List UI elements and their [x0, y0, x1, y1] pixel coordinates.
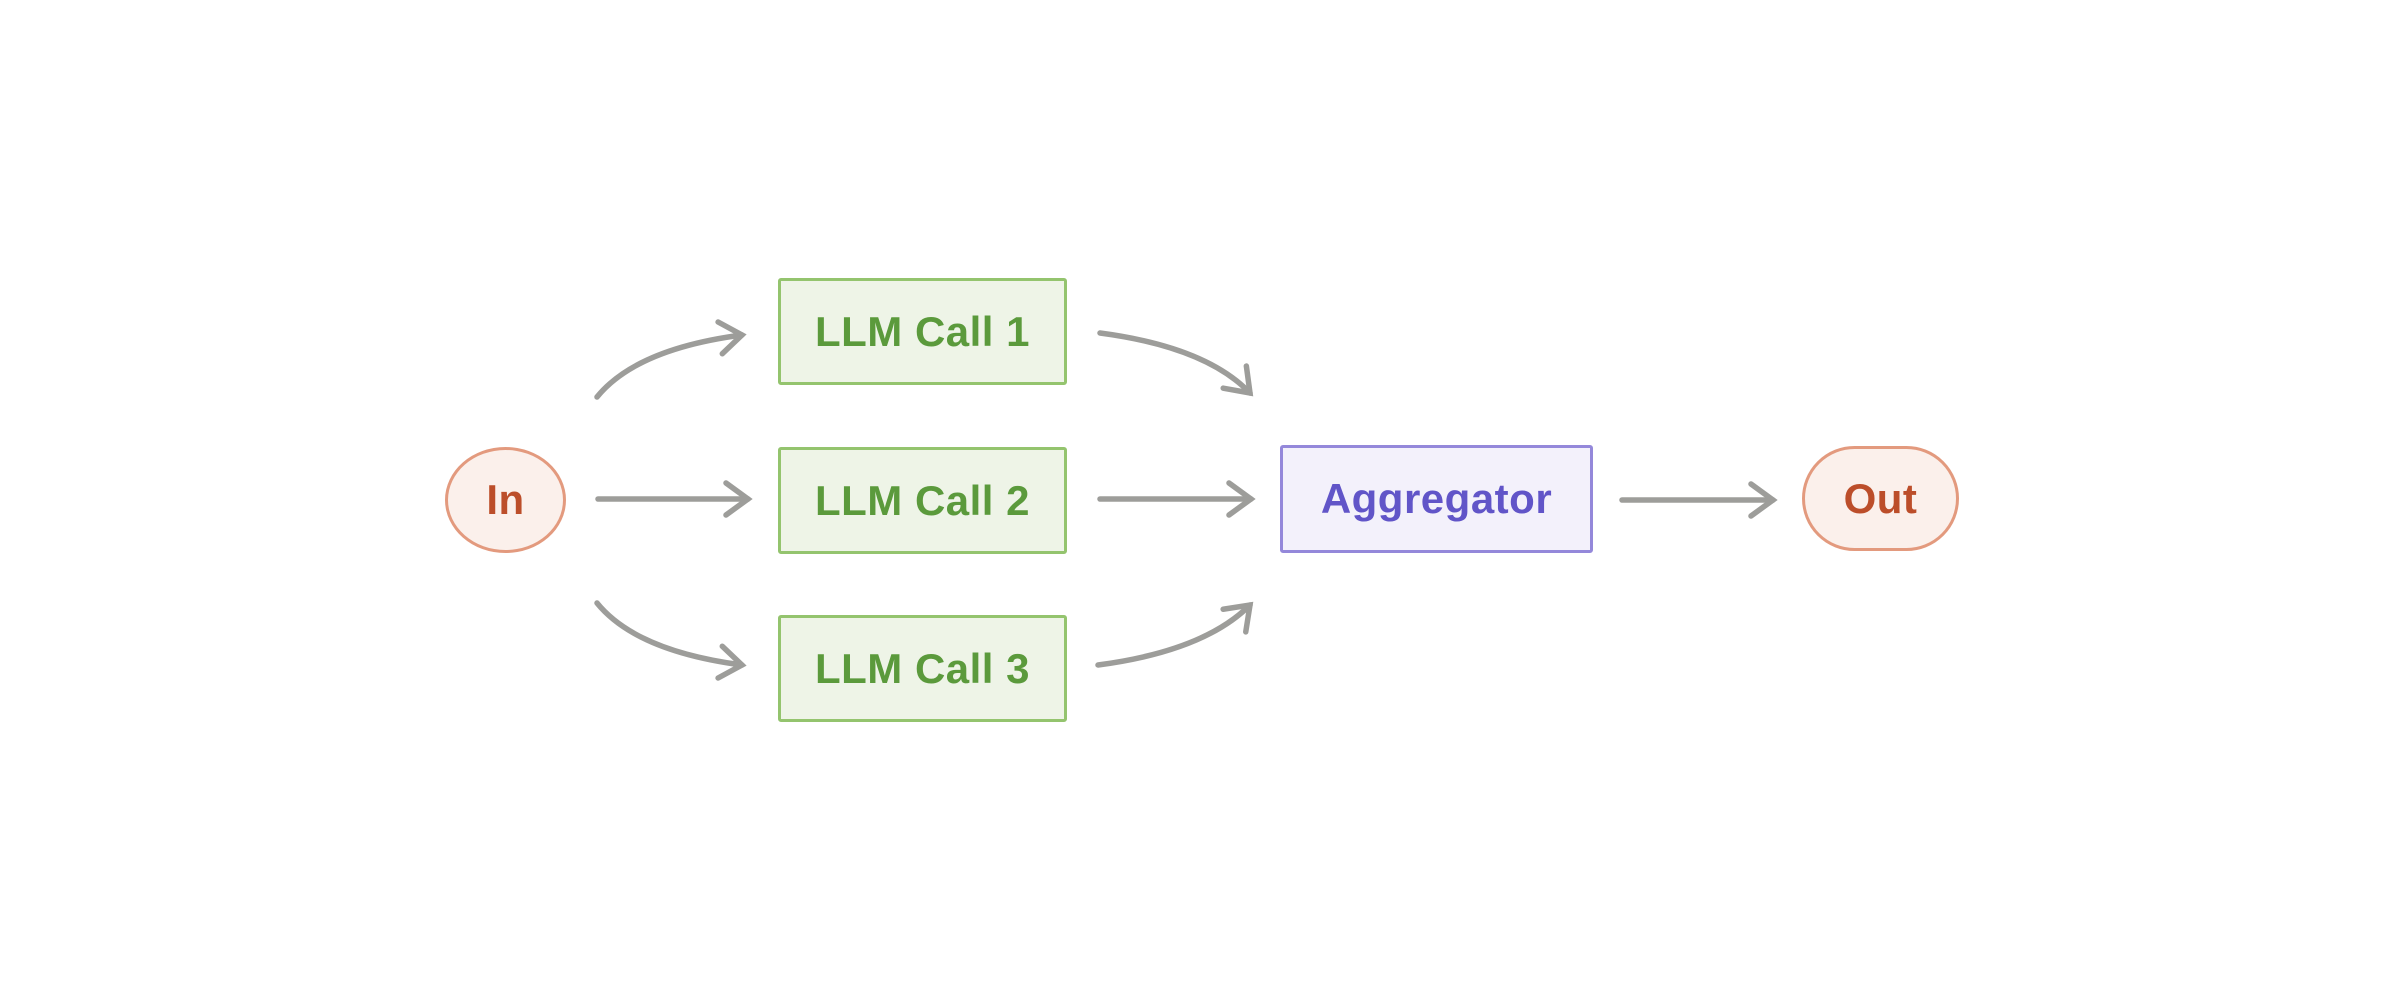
arrow-in-to-llm1: [594, 319, 747, 400]
node-llm-call-3-label: LLM Call 3: [814, 644, 1031, 692]
arrow-llm1-to-aggregator: [1097, 330, 1254, 397]
node-aggregator: Aggregator: [1280, 445, 1593, 553]
node-llm-call-1: LLM Call 1: [778, 278, 1067, 385]
node-in: In: [445, 447, 566, 553]
node-llm-call-3: LLM Call 3: [778, 615, 1067, 722]
node-out: Out: [1802, 446, 1959, 551]
node-llm-call-1-label: LLM Call 1: [814, 307, 1031, 355]
arrow-in-to-llm3: [594, 600, 747, 681]
node-aggregator-label: Aggregator: [1320, 475, 1553, 522]
arrow-llm3-to-aggregator: [1095, 601, 1254, 668]
node-in-label: In: [486, 476, 525, 523]
node-out-label: Out: [1843, 474, 1918, 522]
node-llm-call-2: LLM Call 2: [778, 447, 1067, 554]
node-llm-call-2-label: LLM Call 2: [814, 476, 1031, 524]
